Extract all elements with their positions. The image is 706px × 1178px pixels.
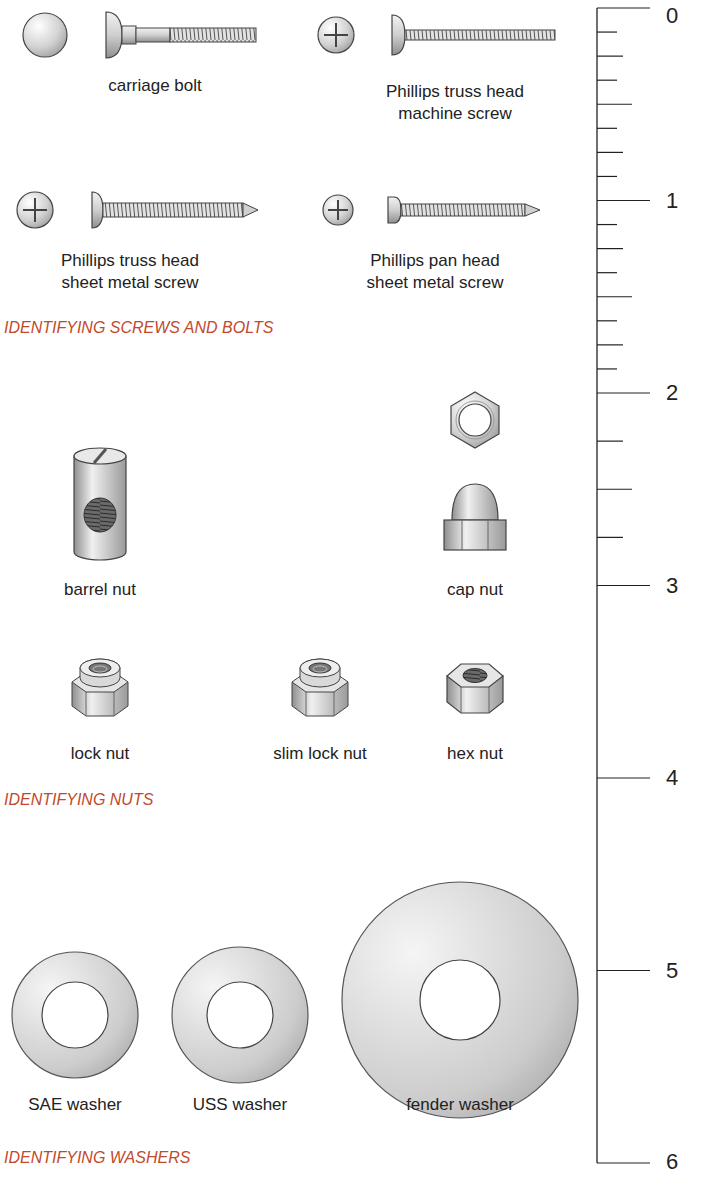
ruler-tick [597, 248, 623, 249]
pan-sheet-metal-screw-drawing [323, 195, 540, 225]
part-name: cap nut [405, 579, 545, 601]
ruler-number: 2 [666, 379, 678, 408]
ruler-tick [597, 200, 650, 201]
washer-drawings [12, 882, 578, 1118]
machine-screw-drawing [318, 15, 555, 55]
ruler-number: 1 [666, 186, 678, 215]
ruler-number: 5 [666, 956, 678, 985]
hex-nut-drawing [447, 664, 503, 713]
ruler-tick [597, 1162, 650, 1163]
ruler-tick [597, 777, 650, 778]
part-name: lock nut [30, 743, 170, 765]
ruler-tick [597, 152, 623, 153]
ruler-tick [597, 392, 650, 393]
ruler-tick [597, 224, 617, 225]
part-name: fender washer [380, 1094, 540, 1116]
part-name: SAE washer [5, 1094, 145, 1116]
barrel-nut-drawing [74, 448, 126, 560]
ruler-tick [597, 296, 632, 297]
slim-lock-nut-drawing [292, 659, 348, 716]
ruler-number: 0 [666, 2, 678, 31]
ruler-tick [597, 56, 623, 57]
ruler-tick [597, 128, 617, 129]
ruler-tick [597, 970, 650, 971]
ruler-tick [597, 320, 617, 321]
ruler [597, 8, 650, 1163]
ruler-tick [597, 176, 617, 177]
part-name: hex nut [405, 743, 545, 765]
ruler-tick [597, 368, 617, 369]
ruler-tick [597, 344, 623, 345]
cap-nut-drawing [444, 392, 506, 550]
ruler-tick [597, 489, 632, 490]
carriage-bolt-drawing [23, 12, 256, 58]
ruler-tick [597, 272, 617, 273]
ruler-tick [597, 80, 617, 81]
part-name: USS washer [170, 1094, 310, 1116]
section-heading: IDENTIFYING WASHERS [4, 1148, 190, 1169]
ruler-tick [597, 31, 617, 32]
part-name: carriage bolt [75, 75, 235, 97]
truss-sheet-metal-screw-drawing [17, 192, 258, 228]
ruler-tick [597, 585, 650, 586]
section-heading: IDENTIFYING NUTS [4, 790, 153, 811]
ruler-number: 3 [666, 571, 678, 600]
lock-nut-drawing [72, 659, 128, 716]
ruler-tick [597, 104, 632, 105]
ruler-number: 6 [666, 1147, 678, 1176]
ruler-tick [597, 7, 650, 8]
ruler-number: 4 [666, 764, 678, 793]
part-name: Phillips truss head machine screw [355, 81, 555, 125]
ruler-tick [597, 537, 623, 538]
ruler-tick [597, 441, 623, 442]
part-name: barrel nut [30, 579, 170, 601]
part-name: slim lock nut [250, 743, 390, 765]
part-name: Phillips truss head sheet metal screw [43, 250, 218, 294]
section-heading: IDENTIFYING SCREWS AND BOLTS [4, 318, 273, 339]
part-name: Phillips pan head sheet metal screw [348, 250, 523, 294]
